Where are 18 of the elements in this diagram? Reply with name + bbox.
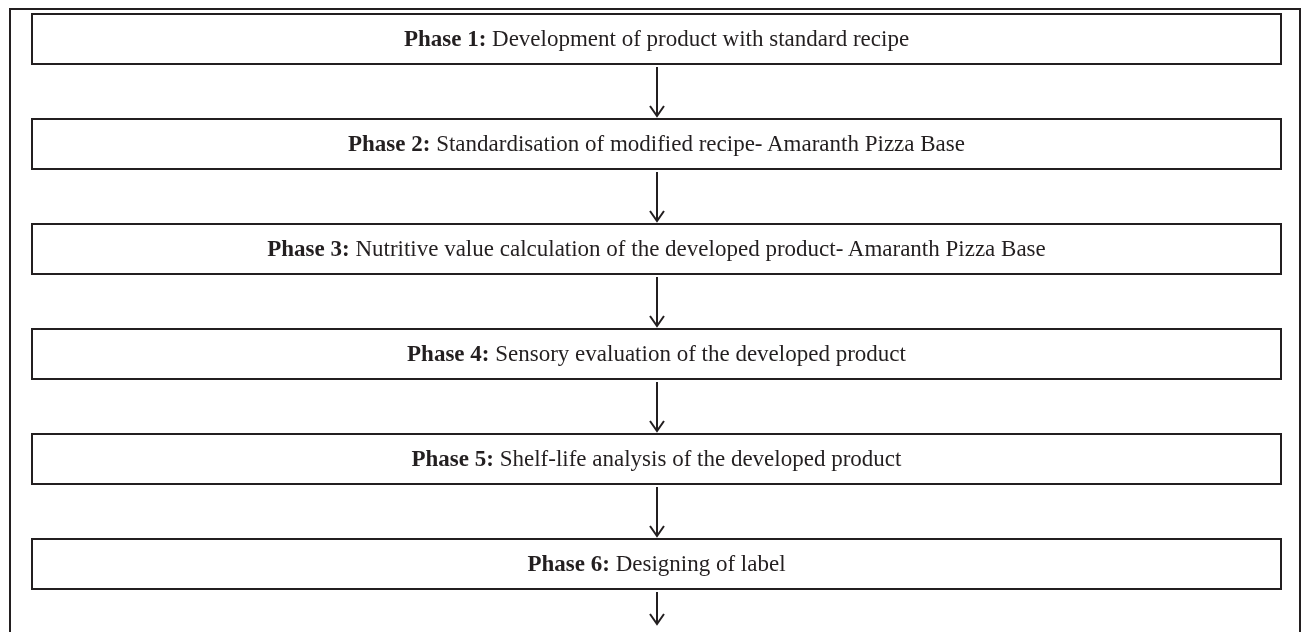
phase-text: Phase 2: Standardisation of modified recipe- Amaranth Pizza Base	[348, 131, 965, 157]
phase-text: Phase 4: Sensory evaluation of the developed product	[407, 341, 906, 367]
phase-text: Phase 6: Designing of label	[527, 551, 786, 577]
phase-box	[31, 223, 1282, 275]
phase-box	[31, 118, 1282, 170]
phase-text: Phase 3: Nutritive value calculation of the developed product- Amaranth Pizza Base	[267, 236, 1046, 262]
phase-box	[31, 13, 1282, 65]
phase-box	[31, 433, 1282, 485]
arrow	[649, 591, 665, 625]
arrow	[649, 381, 665, 432]
phase-box	[31, 328, 1282, 380]
arrow	[649, 486, 665, 537]
phase-box	[31, 538, 1282, 590]
arrow	[649, 171, 665, 222]
phase-text: Phase 5: Shelf-life analysis of the developed product	[411, 446, 902, 472]
arrow	[649, 66, 665, 117]
phase-text: Phase 1: Development of product with standard recipe	[403, 26, 910, 52]
arrow	[649, 276, 665, 327]
